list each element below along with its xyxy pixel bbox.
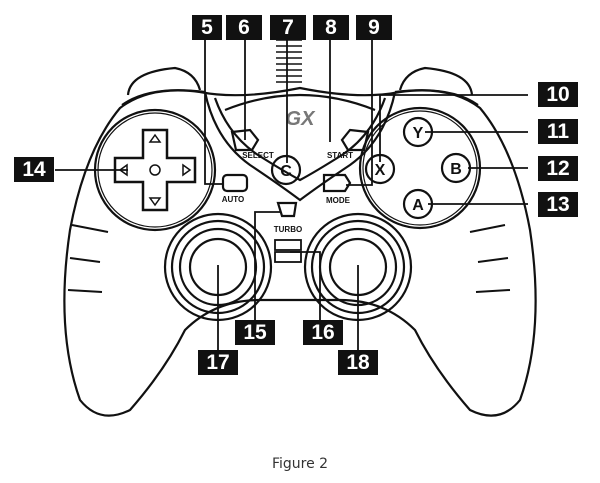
- callout-7: 7: [270, 15, 306, 40]
- callout-6: 6: [226, 15, 262, 40]
- turbo-label: TURBO: [274, 225, 302, 234]
- callout-14: 14: [14, 157, 54, 182]
- callout-18: 18: [338, 350, 378, 375]
- b-button-label: B: [450, 161, 462, 178]
- select-label: SELECT: [242, 151, 274, 160]
- mode-label: MODE: [326, 196, 351, 205]
- callout-16: 16: [303, 320, 343, 345]
- auto-label: AUTO: [222, 195, 245, 204]
- callout-15: 15: [235, 320, 275, 345]
- callout-9: 9: [356, 15, 392, 40]
- callout-12: 12: [538, 156, 578, 181]
- callout-17: 17: [198, 350, 238, 375]
- callout-10: 10: [538, 82, 578, 107]
- figure-caption: Figure 2: [271, 456, 329, 472]
- y-button-label: Y: [413, 125, 424, 142]
- gx-logo: GX: [286, 108, 317, 130]
- a-button-label: A: [412, 197, 424, 214]
- start-label: START: [327, 151, 353, 160]
- callout-5: 5: [192, 15, 222, 40]
- x-button-label: X: [375, 162, 386, 179]
- callout-8: 8: [313, 15, 349, 40]
- callout-13: 13: [538, 192, 578, 217]
- c-button-label: C: [280, 163, 292, 180]
- callout-11: 11: [538, 119, 578, 144]
